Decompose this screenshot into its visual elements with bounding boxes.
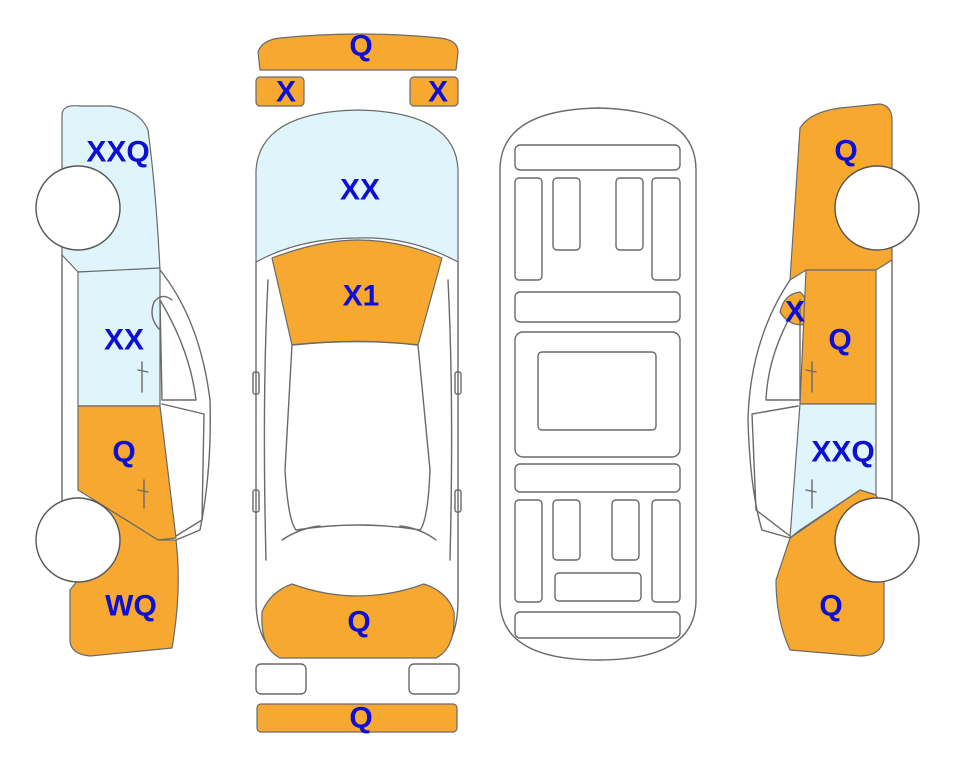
front-left-headlight-code: X: [276, 76, 296, 109]
top-view-car: XX X1 Q: [252, 109, 462, 659]
front-bumper-part[interactable]: [257, 33, 459, 71]
rear-right-light: [408, 663, 460, 695]
front-left-headlight-part[interactable]: [255, 76, 305, 107]
left-rear-door-code: Q: [112, 436, 135, 469]
left-front-fender-code: XXQ: [86, 136, 149, 169]
right-rear-door-code: Q: [828, 324, 851, 357]
windshield-code: XX: [340, 174, 380, 207]
right-side-view-car: Q X Q XXQ Q: [747, 103, 920, 657]
rear-trunk-code: Q: [347, 606, 370, 639]
rear-bumper-code: Q: [349, 702, 372, 735]
rear-bumper-part[interactable]: [256, 703, 458, 733]
left-rear-quarter-code: WQ: [105, 590, 157, 623]
front-right-headlight-part[interactable]: [409, 76, 459, 107]
right-front-fender-code: Q: [819, 590, 842, 623]
rear-left-light: [255, 663, 307, 695]
rear-trunk-part[interactable]: [261, 583, 455, 659]
right-mirror-code: X: [785, 296, 805, 329]
left-side-view-car: XXQ XX Q WQ: [35, 105, 211, 657]
roof-code: X1: [343, 280, 380, 313]
underside-view-car: [499, 107, 697, 661]
left-front-door-code: XX: [104, 324, 144, 357]
front-bumper-code: Q: [349, 30, 372, 63]
front-right-headlight-code: X: [428, 76, 448, 109]
right-front-door-code: XXQ: [811, 436, 874, 469]
right-rear-quarter-code: Q: [834, 135, 857, 168]
windshield-part[interactable]: [255, 109, 459, 263]
